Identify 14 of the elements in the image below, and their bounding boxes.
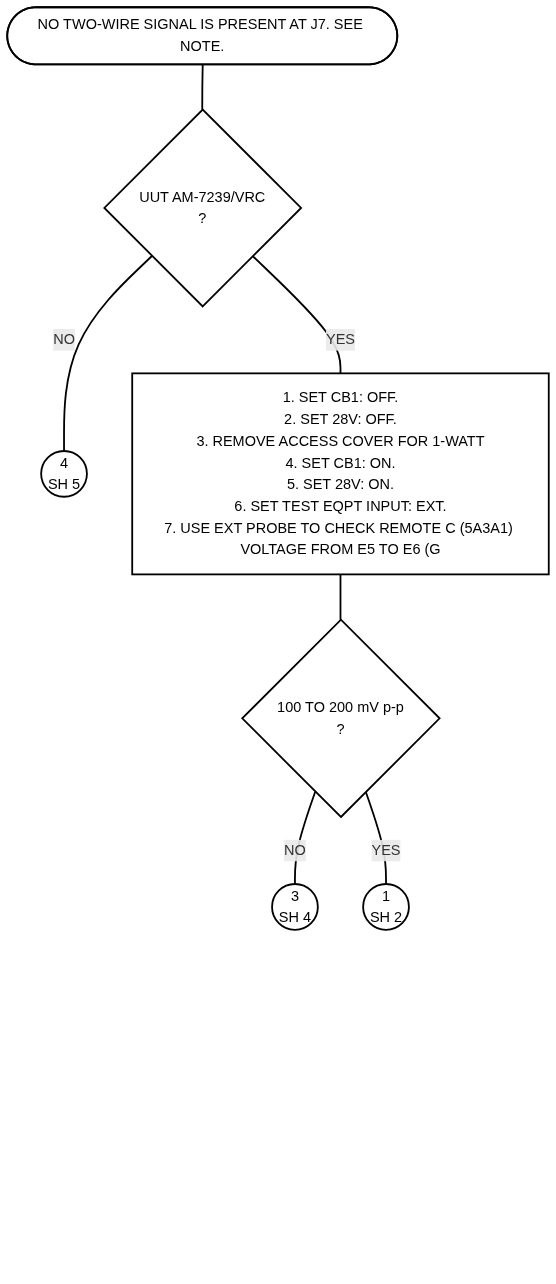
edge-label: YES <box>325 331 355 348</box>
node-circle: 1 SH 2 <box>362 883 410 931</box>
connector <box>63 255 153 452</box>
node-circle: 4 SH 5 <box>40 450 88 498</box>
edge-label: NO <box>284 842 306 858</box>
node-diamond: UUT AM-7239/VRC ? <box>103 108 303 308</box>
node-circle: 3 SH 4 <box>271 883 319 931</box>
node-box: 1. SET CB1: OFF. 2. SET 28V: OFF. 3. REMOVE ACCESS COVER FOR 1-WATT 4. SET CB1: ON. 5. SET 28V: ON. 6. SET TEST EQPT INPUT: EXT. 7. USE EXT PROBE TO CHECK REMOTE C (5A3A1) VOLTAGE FROM E5 TO E6 (G <box>131 372 550 576</box>
connector <box>339 573 342 621</box>
connector <box>201 63 204 111</box>
node-diamond: 100 TO 200 mV p-p ? <box>241 618 441 819</box>
connector <box>294 790 317 885</box>
edge-label: YES <box>371 842 401 858</box>
edge-label: NO <box>53 331 75 348</box>
